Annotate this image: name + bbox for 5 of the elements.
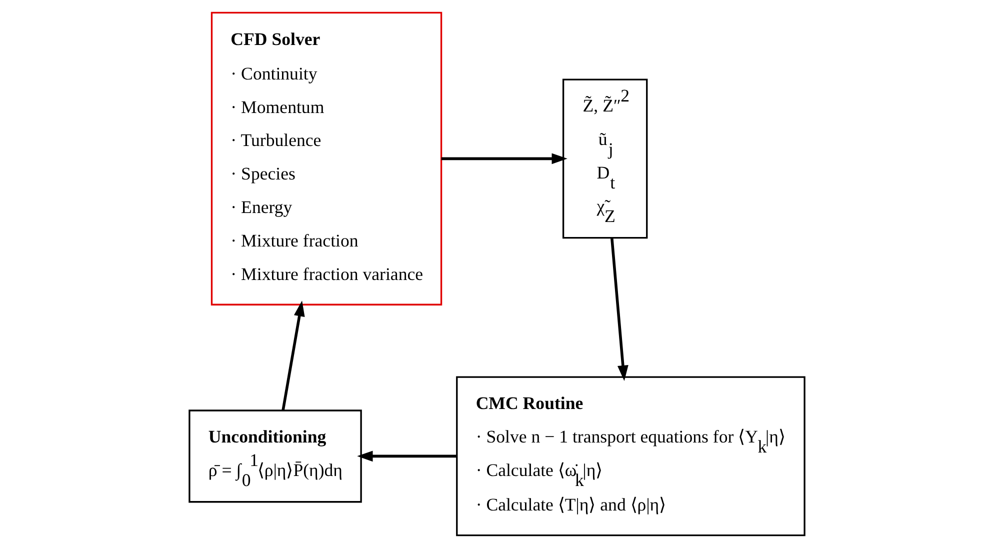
arrow [356,450,456,462]
arrow [440,153,567,164]
arrow [281,300,304,410]
node-box: CFD Solver · Continuity · Momentum · Turbulence · Species · Energy · Mixture fraction · Mixture fraction variance [210,12,442,306]
arrow [610,238,628,382]
